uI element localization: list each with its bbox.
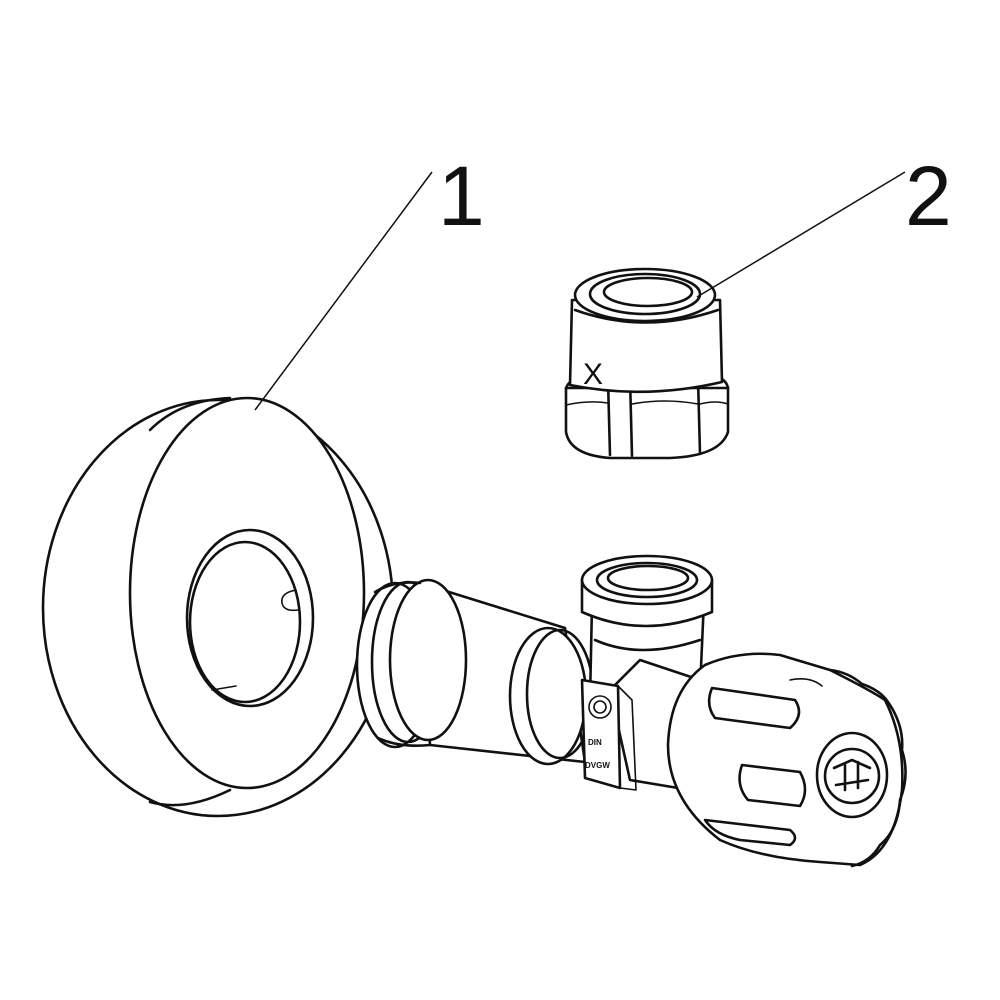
cover-plate	[41, 396, 395, 818]
callout-2: 2	[696, 149, 952, 298]
valve-label-din: DIN	[588, 738, 602, 747]
valve-label-dvgw: DVGW	[585, 761, 610, 770]
callout-number-1: 1	[438, 149, 485, 243]
tap-logo-icon	[823, 747, 881, 805]
callout-1: 1	[254, 149, 485, 411]
nut-mark-text: X	[583, 358, 603, 391]
leader-line-2	[696, 171, 906, 298]
certification-mark-icon	[588, 695, 612, 719]
compression-nut: X	[564, 267, 730, 460]
angle-valve: DIN DVGW	[355, 554, 907, 868]
callout-number-2: 2	[905, 149, 952, 243]
leader-line-1	[254, 171, 433, 411]
